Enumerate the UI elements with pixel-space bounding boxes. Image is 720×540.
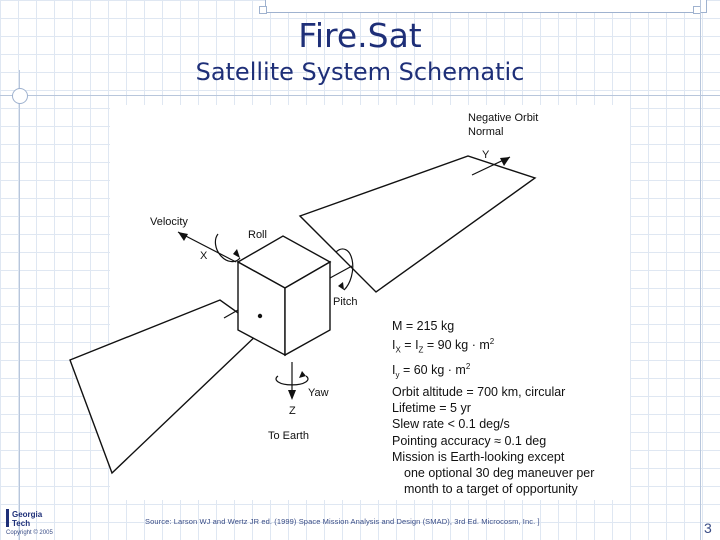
body-center-dot (257, 313, 263, 319)
spec-mission-line1: Mission is Earth-looking except (392, 449, 565, 464)
velocity-label: Velocity (150, 216, 188, 228)
page-number: 3 (704, 520, 712, 536)
yaw-arc (275, 375, 309, 386)
svg-text:Georgia: Georgia (12, 510, 43, 519)
pitch-arc (335, 248, 354, 291)
left-vertical-rule (19, 70, 20, 540)
satellite-specs: M = 215 kg IX = IZ = 90 kg · m2 Iy = 60 … (392, 318, 652, 497)
slide-title: Fire.Sat (298, 16, 422, 55)
roll-label: Roll (248, 229, 267, 241)
pitch-label: Pitch (333, 296, 358, 308)
spec-lifetime: Lifetime = 5 yr (392, 401, 471, 416)
spec-slew-rate: Slew rate < 0.1 deg/s (392, 417, 510, 432)
copyright-text: Copyright © 2005 (6, 530, 53, 536)
yaw-arrowhead (299, 371, 306, 378)
pitch-arrowhead (338, 282, 344, 290)
yaw-label: Yaw (308, 387, 329, 399)
decoration-square (259, 6, 267, 14)
right-vertical-rule (700, 0, 701, 540)
y-axis-arrowhead (500, 157, 510, 166)
arm-left (223, 309, 239, 319)
x-axis-arrowhead (178, 232, 188, 241)
solar-panel-right (298, 155, 537, 293)
spec-iy: Iy = 60 kg · m2 (392, 362, 471, 380)
z-axis-arrowhead (288, 390, 296, 400)
y-axis-label: Y (482, 149, 490, 161)
x-axis-line (177, 231, 237, 263)
spec-mission-line2: one optional 30 deg maneuver per (404, 465, 595, 480)
roll-arrowhead (233, 249, 240, 258)
spec-mission-line3: month to a target of opportunity (404, 482, 578, 497)
arm-right (329, 265, 353, 279)
spec-orbit-altitude: Orbit altitude = 700 km, circular (392, 384, 566, 399)
source-citation: Source: Larson WJ and Wertz JR ed. (1999… (145, 517, 540, 526)
negative-orbit-normal-label-line2: Normal (468, 126, 504, 138)
diagram-panel (110, 105, 630, 500)
spec-ix-iz: IX = IZ = 90 kg · m2 (392, 337, 495, 355)
solar-panel-left (69, 299, 264, 475)
spec-pointing-accuracy: Pointing accuracy ≈ 0.1 deg (392, 433, 547, 448)
svg-text:Tech: Tech (12, 519, 30, 528)
slide-subtitle: Satellite System Schematic (195, 58, 525, 86)
negative-orbit-normal-label-line1: Negative Orbit (468, 112, 539, 124)
roll-arc (214, 233, 241, 263)
georgia-tech-logo: Georgia Tech (6, 509, 43, 528)
z-axis-label: Z (289, 405, 296, 417)
spec-mass: M = 215 kg (392, 319, 455, 333)
to-earth-label: To Earth (268, 430, 309, 442)
circle-marker (12, 88, 28, 104)
cube-front-right (284, 260, 331, 357)
x-axis-label: X (200, 250, 208, 262)
header-rule (0, 95, 720, 96)
